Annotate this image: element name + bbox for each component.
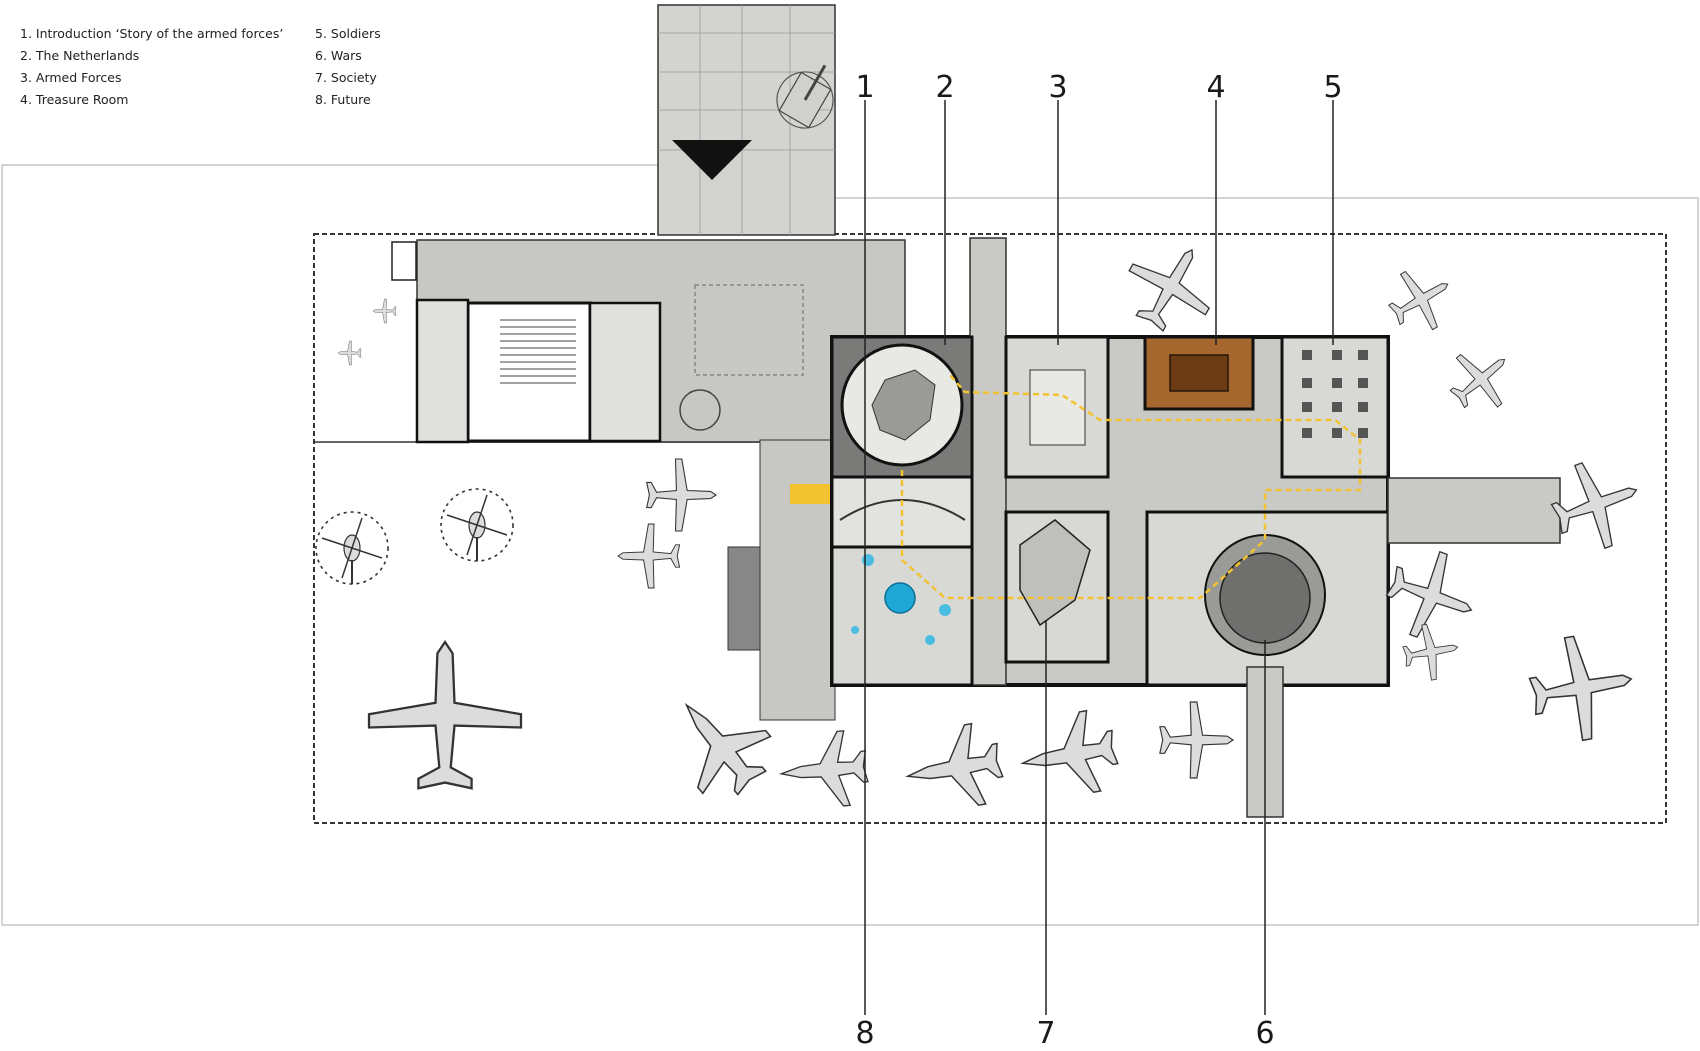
aircraft-icon bbox=[646, 458, 717, 532]
armed-forces-core bbox=[1029, 369, 1086, 446]
legend-item-3: 3. Armed Forces bbox=[20, 70, 122, 85]
future-sphere bbox=[884, 582, 916, 614]
auditorium-seating bbox=[500, 319, 576, 384]
future-orb bbox=[925, 635, 935, 645]
legend-item-5: 5. Soldiers bbox=[315, 26, 381, 41]
entrance-grid bbox=[658, 5, 835, 235]
callout-3: 3 bbox=[1048, 70, 1067, 105]
soldiers-showcases bbox=[1302, 350, 1368, 438]
service-rooms bbox=[415, 298, 470, 444]
aircraft-icon bbox=[372, 298, 397, 324]
aircraft-icon bbox=[1014, 706, 1123, 805]
lift-sign bbox=[790, 484, 830, 504]
callout-2: 2 bbox=[935, 70, 954, 105]
stair-south bbox=[727, 546, 761, 651]
helicopter-icon bbox=[440, 488, 514, 562]
aircraft-icon bbox=[1110, 227, 1231, 346]
north-corridor bbox=[969, 237, 1007, 686]
helicopter-icon bbox=[315, 511, 389, 585]
callout-6: 6 bbox=[1255, 1016, 1274, 1051]
aircraft-icon bbox=[1399, 619, 1463, 685]
aircraft-icon bbox=[1522, 626, 1642, 749]
central-corridor bbox=[759, 439, 836, 721]
legend-item-4: 4. Treasure Room bbox=[20, 92, 129, 107]
aircraft-icon bbox=[777, 728, 871, 812]
stair-core bbox=[391, 241, 417, 281]
aircraft-icon bbox=[617, 523, 681, 589]
netherlands-map bbox=[871, 369, 936, 441]
hall-boundary bbox=[313, 233, 1667, 824]
aircraft-icon bbox=[899, 719, 1008, 818]
wars-rotunda-inner bbox=[1219, 552, 1311, 644]
service-rooms-east bbox=[588, 301, 662, 443]
aircraft-icon bbox=[337, 340, 362, 366]
callout-4: 4 bbox=[1206, 70, 1225, 105]
future-orb bbox=[851, 626, 859, 634]
aircraft-icon bbox=[1376, 539, 1488, 653]
callout-1: 1 bbox=[855, 70, 874, 105]
callout-8: 8 bbox=[855, 1016, 874, 1051]
legend-item-2: 2. The Netherlands bbox=[20, 48, 140, 63]
legend-item-8: 8. Future bbox=[315, 92, 371, 107]
aircraft-icon bbox=[1377, 255, 1465, 343]
aircraft-icon bbox=[367, 640, 523, 790]
room-future bbox=[830, 545, 974, 687]
visitor-route bbox=[900, 374, 1362, 600]
east-gallery bbox=[1387, 477, 1561, 544]
round-display bbox=[679, 389, 721, 431]
future-orb bbox=[939, 604, 951, 616]
entrance-arrow-icon bbox=[672, 140, 752, 180]
tank-icon bbox=[776, 64, 834, 129]
aircraft-icon bbox=[1159, 701, 1234, 779]
aircraft-icon bbox=[1436, 334, 1526, 425]
legend-column-left: 1. Introduction ‘Story of the armed forc… bbox=[20, 23, 283, 111]
future-orb bbox=[862, 554, 874, 566]
lobby-exhibit bbox=[694, 284, 804, 376]
treasure-display bbox=[1169, 354, 1229, 392]
legend-item-7: 7. Society bbox=[315, 70, 377, 85]
callout-5: 5 bbox=[1323, 70, 1342, 105]
legend-item-6: 6. Wars bbox=[315, 48, 362, 63]
auditorium bbox=[466, 301, 592, 443]
legend-item-1: 1. Introduction ‘Story of the armed forc… bbox=[20, 26, 284, 41]
callout-lines bbox=[864, 100, 1334, 1015]
legend-column-right: 5. Soldiers 6. Wars 7. Society 8. Future bbox=[315, 23, 381, 111]
callout-7: 7 bbox=[1036, 1016, 1055, 1051]
